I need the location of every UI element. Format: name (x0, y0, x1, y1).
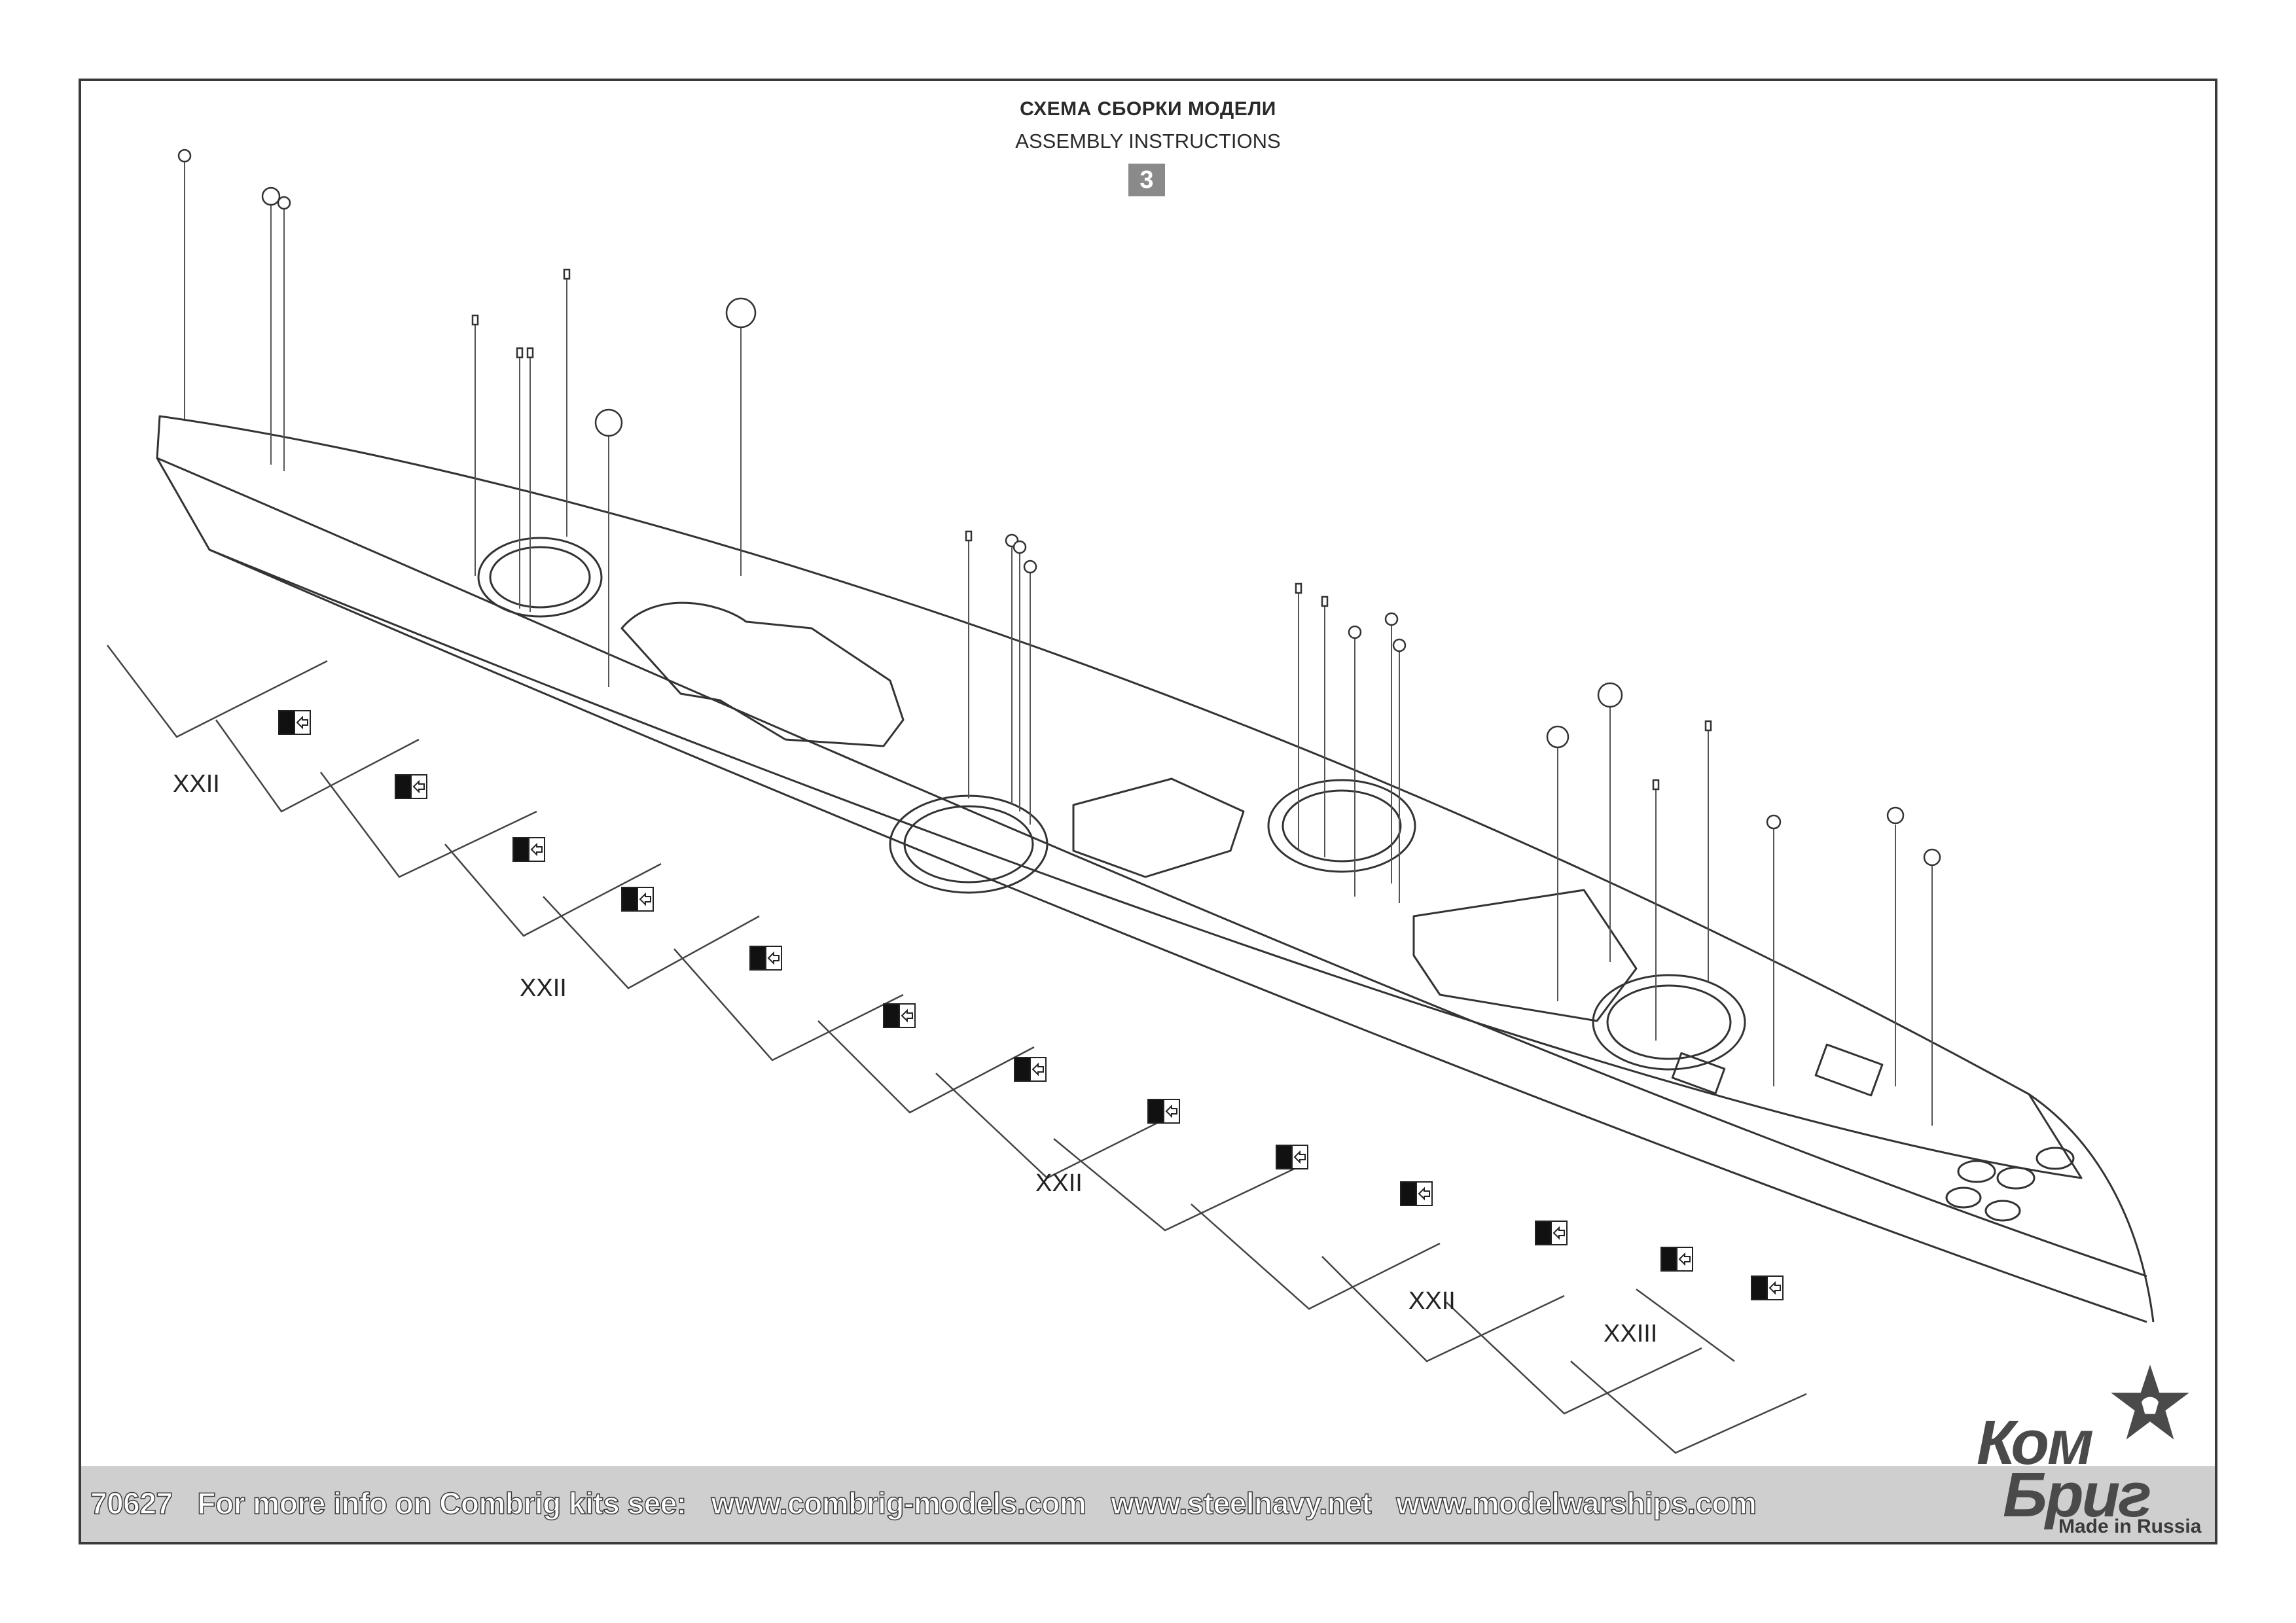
step-number-badge: 3 (1128, 164, 1165, 196)
footer-link-combrig[interactable]: www.combrig-models.com (711, 1486, 1087, 1521)
part-label-1: XXII (173, 770, 220, 798)
barbette-ring-3 (1267, 779, 1416, 873)
hull-deck-edge (156, 415, 2083, 1179)
combrig-logo: Ком Бриг Made in Russia (1977, 1361, 2206, 1544)
footer-link-modelwarships[interactable]: www.modelwarships.com (1395, 1486, 1757, 1521)
footer-text: 70627 For more info on Combrig kits see: w… (90, 1486, 1781, 1521)
hull-bow-line (2028, 1093, 2155, 1323)
part-label-3: XXII (1035, 1169, 1083, 1197)
barbette-ring-4 (1592, 974, 1746, 1071)
title-russian: СХЕМА СБОРКИ МОДЕЛИ (1020, 98, 1276, 120)
star-icon (2111, 1364, 2189, 1440)
logo-line-2: Бриг (2003, 1460, 2151, 1530)
part-label-2: XXII (520, 974, 567, 1002)
part-label-4: XXII (1408, 1287, 1456, 1315)
hull-waterline (209, 548, 2147, 1323)
deck-opening-2 (1072, 777, 1245, 878)
footer-info: For more info on Combrig kits see: (197, 1486, 687, 1521)
title-english: ASSEMBLY INSTRUCTIONS (1015, 130, 1281, 152)
deck-opening-1 (620, 601, 905, 747)
arrow-indicator-group (278, 710, 1784, 1300)
logo-line-1: Ком (1977, 1408, 2094, 1478)
deck-opening-3 (1412, 889, 1638, 1022)
page-frame (79, 79, 2217, 1544)
made-in-russia: Made in Russia (2058, 1516, 2202, 1537)
hull-side-line (156, 457, 2147, 1277)
footer-link-steelnavy[interactable]: www.steelnavy.net (1110, 1486, 1372, 1521)
kit-number: 70627 (90, 1486, 173, 1521)
barbette-ring-1 (477, 537, 603, 618)
footer-bar (81, 1466, 2215, 1542)
part-label-5: XXIII (1604, 1320, 1657, 1347)
